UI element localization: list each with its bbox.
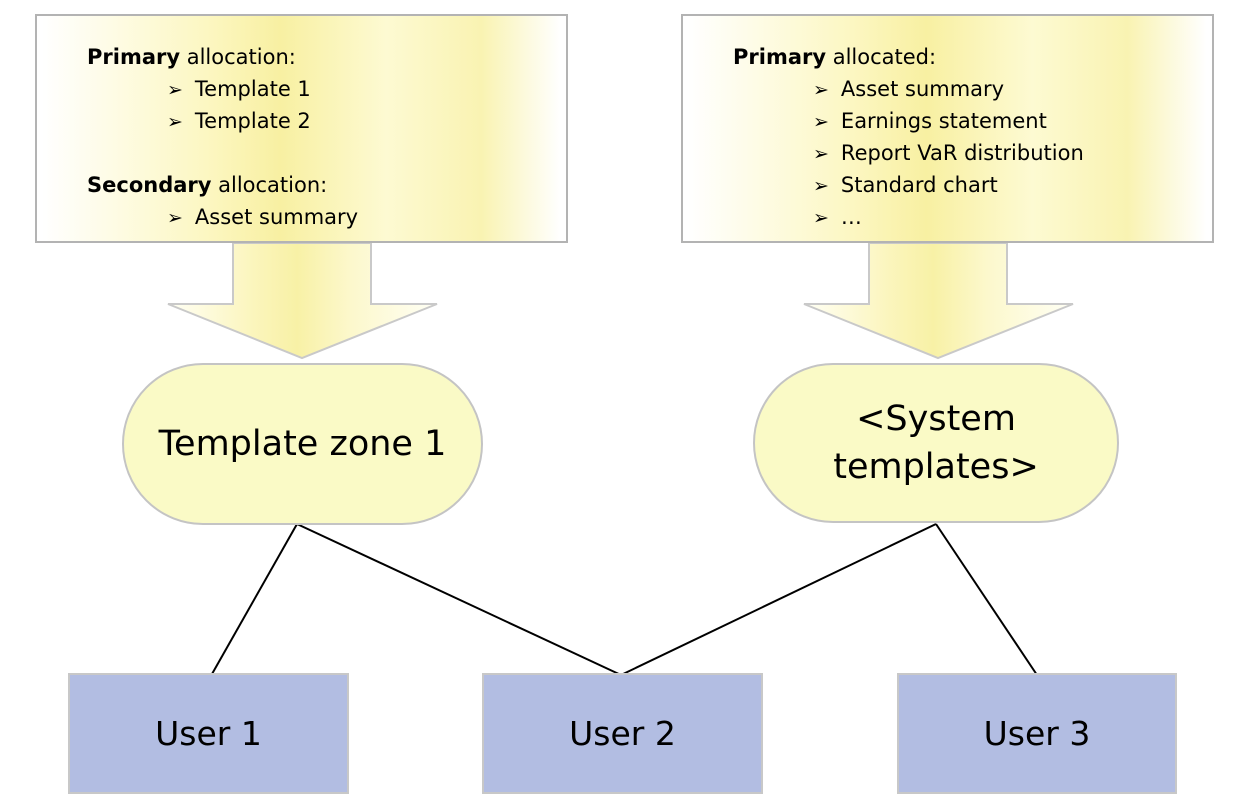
right-allocation-note: Primary allocated: ➢ Asset summary ➢ Earni… — [681, 14, 1214, 243]
list-item: ➢ Template 2 — [37, 105, 566, 137]
list-item: ➢ Standard chart — [683, 169, 1212, 201]
list-item-label: Report VaR distribution — [840, 141, 1084, 165]
list-item: ➢ Asset summary — [37, 201, 566, 233]
heading-bold-text: Primary — [87, 45, 181, 69]
arrow-bullet-icon: ➢ — [167, 111, 183, 133]
down-arrow-icon-left — [167, 242, 438, 360]
user-label: User 3 — [983, 714, 1091, 753]
connector-systemtemplates-user2 — [620, 523, 937, 676]
blank-line — [37, 137, 566, 169]
list-item-label: Standard chart — [840, 173, 998, 197]
left-note-heading-secondary: Secondary allocation: — [37, 169, 566, 201]
node-label-line-2: templates> — [833, 447, 1039, 487]
heading-bold-text: Primary — [733, 45, 827, 69]
heading-rest-text: allocated: — [826, 45, 937, 69]
left-allocation-note: Primary allocation: ➢ Template 1 ➢ Templat… — [35, 14, 568, 243]
right-note-heading-primary: Primary allocated: — [683, 41, 1212, 73]
connector-templatezone-user2 — [296, 523, 622, 676]
list-item: ➢ Asset summary — [683, 73, 1212, 105]
list-item: ➢… — [683, 201, 1212, 233]
user-box-1: User 1 — [68, 673, 349, 794]
list-item-label: Template 2 — [194, 109, 311, 133]
node-system-templates: <System templates> — [753, 363, 1119, 523]
arrow-bullet-icon: ➢ — [813, 111, 829, 133]
node-label-line-1: <System — [856, 398, 1016, 439]
heading-rest-text: allocation: — [180, 45, 296, 69]
arrow-bullet-icon: ➢ — [167, 207, 183, 229]
connector-systemtemplates-user3 — [935, 523, 1038, 676]
list-item-label: … — [840, 205, 862, 229]
list-item-label: Asset summary — [194, 205, 359, 229]
down-arrow-icon-right — [803, 242, 1074, 360]
user-box-3: User 3 — [897, 673, 1177, 794]
node-template-zone-1: Template zone 1 — [122, 363, 483, 525]
list-item: ➢ Report VaR distribution — [683, 137, 1212, 169]
left-note-heading-primary: Primary allocation: — [37, 41, 566, 73]
arrow-bullet-icon: ➢ — [167, 79, 183, 101]
heading-bold-text: Secondary — [87, 173, 212, 197]
arrow-bullet-icon: ➢ — [813, 175, 829, 197]
user-label: User 1 — [155, 714, 262, 753]
list-item: ➢ Template 1 — [37, 73, 566, 105]
node-label: Template zone 1 — [158, 424, 447, 464]
list-item-label: Template 1 — [194, 77, 311, 101]
list-item: ➢ Earnings statement — [683, 105, 1212, 137]
list-item-label: Asset summary — [840, 77, 1005, 101]
list-item-label: Earnings statement — [840, 109, 1047, 133]
arrow-bullet-icon: ➢ — [813, 207, 829, 229]
user-box-2: User 2 — [482, 673, 763, 794]
user-label: User 2 — [569, 714, 676, 753]
arrow-bullet-icon: ➢ — [813, 143, 829, 165]
arrow-bullet-icon: ➢ — [813, 79, 829, 101]
connector-templatezone-user1 — [211, 523, 298, 675]
heading-rest-text: allocation: — [211, 173, 328, 197]
node-label: <System templates> — [833, 395, 1039, 492]
